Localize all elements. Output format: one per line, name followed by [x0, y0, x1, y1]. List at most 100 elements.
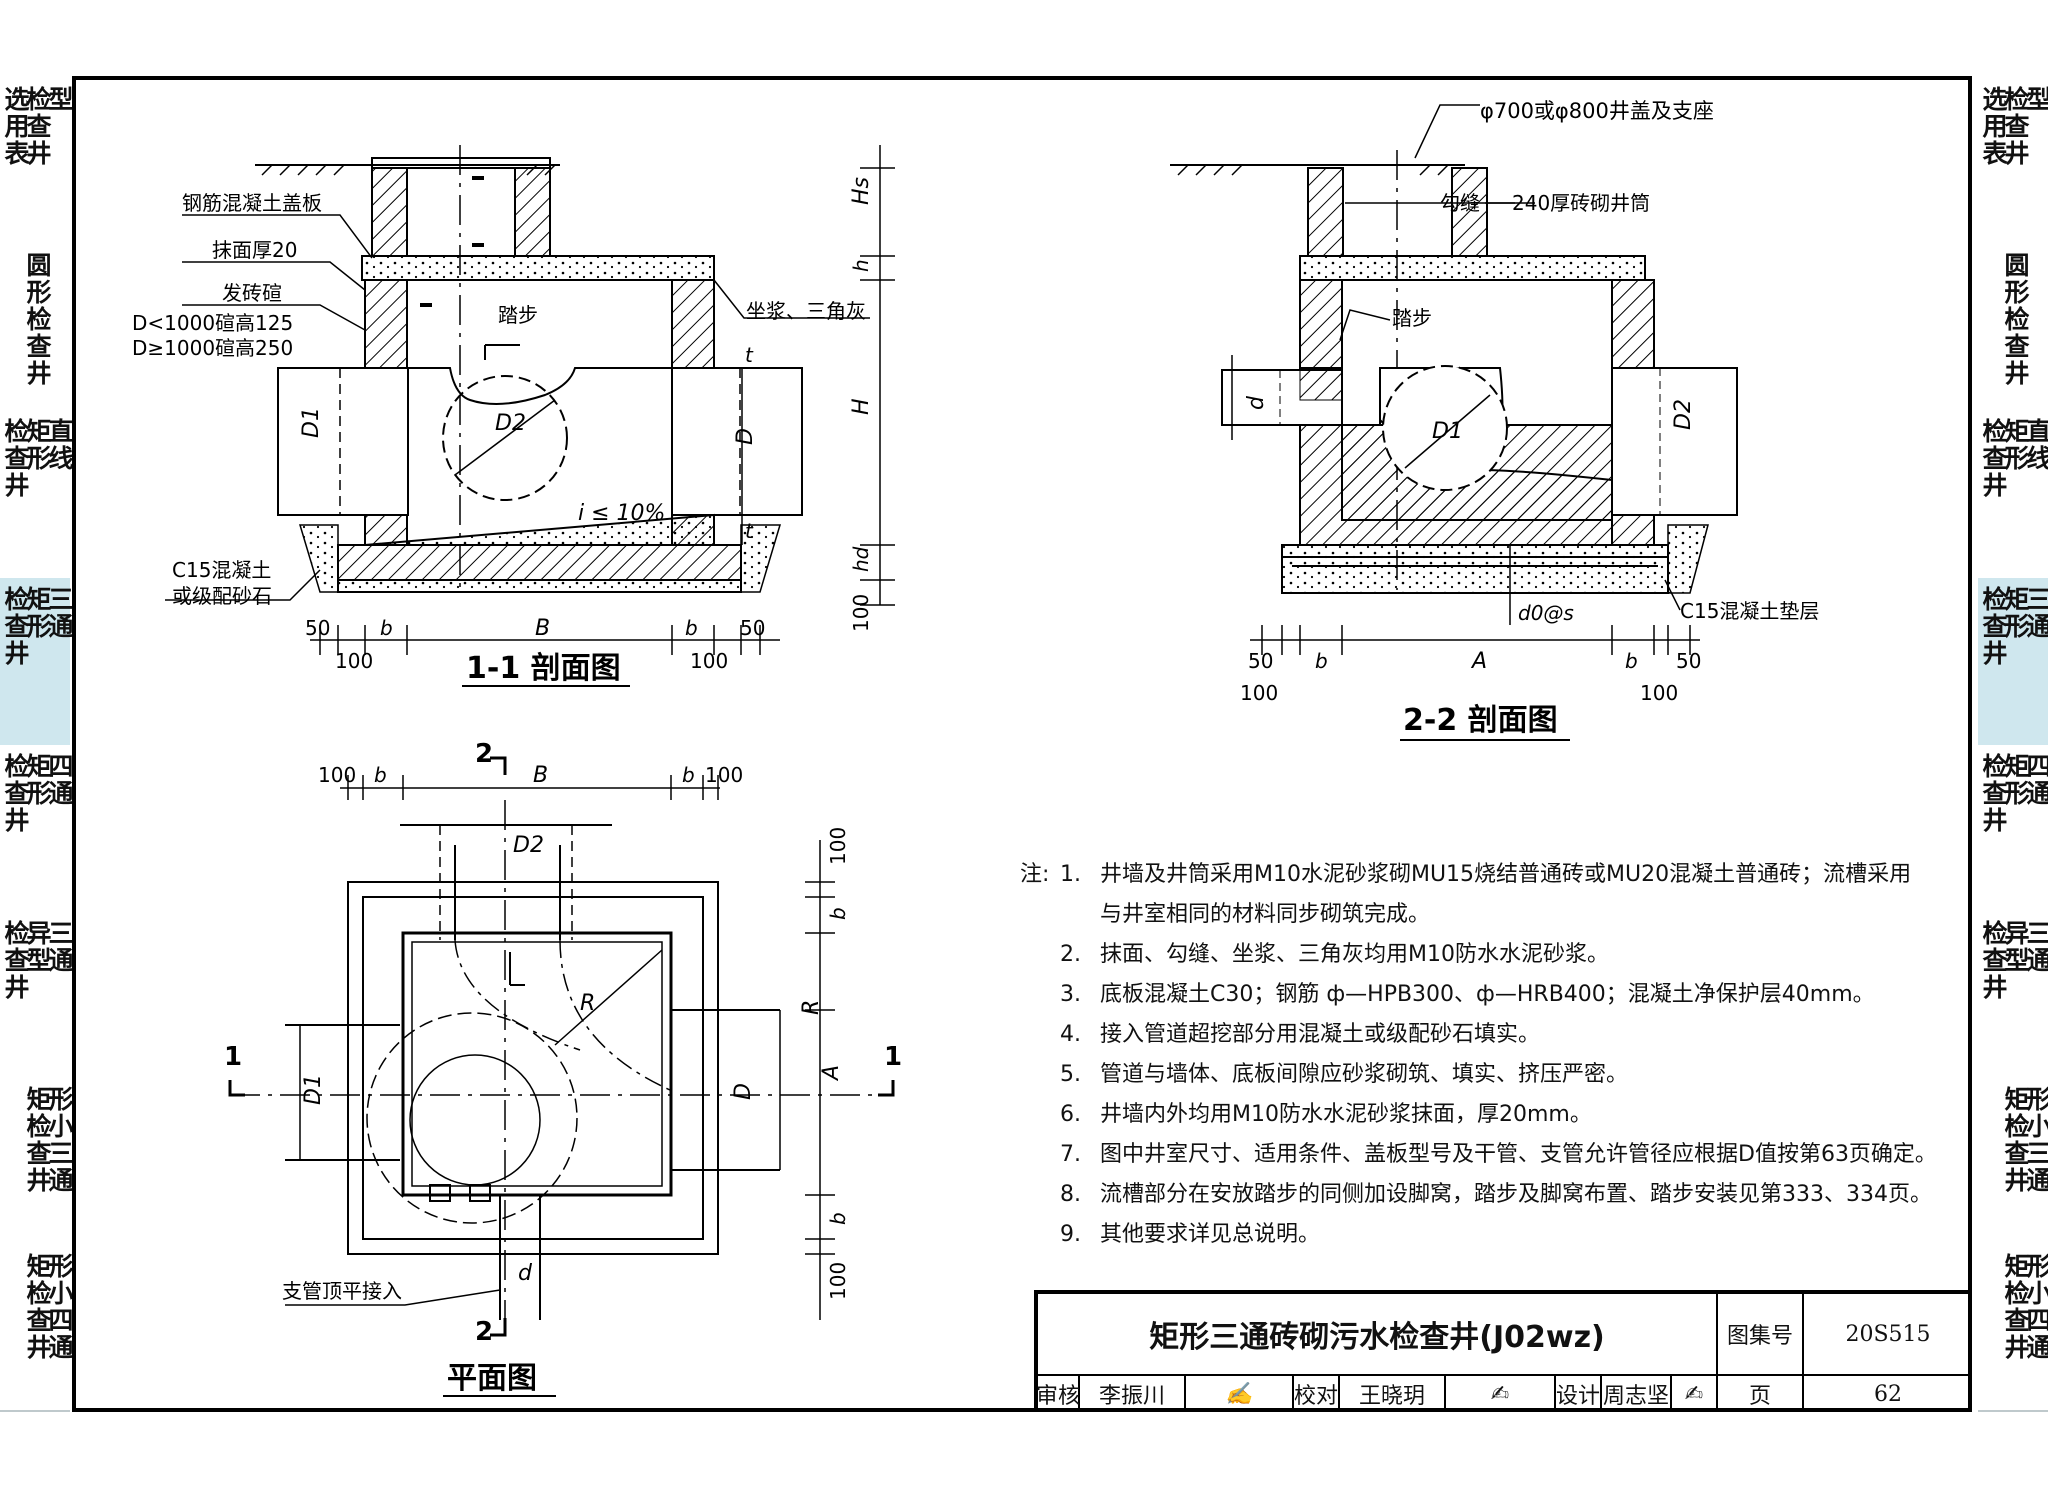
drawing-frame [72, 76, 1972, 1412]
note-number: 7. [1060, 1142, 1081, 1167]
label-50-left: 50 [305, 616, 330, 640]
plan-B: B [533, 763, 548, 788]
plan-sec1-right: 1 [884, 1042, 902, 1072]
nav-tab-6-right[interactable]: 检查井异型三通 [1978, 912, 2048, 1080]
plan-d1: D1 [301, 1074, 326, 1105]
label-100-22-left: 100 [1240, 681, 1278, 705]
design-label: 设计 [1556, 1376, 1602, 1412]
note-text: 井墙及井筒采用M10水泥砂浆砌MU15烧结普通砖或MU20混凝土普通砖；流槽采用 [1100, 862, 1912, 887]
label-b-22-right: b [1625, 649, 1638, 673]
note-number: 9. [1060, 1222, 1081, 1247]
section-2-2-title: 2-2 剖面图 [1403, 703, 1558, 738]
page-label: 页 [1718, 1376, 1804, 1412]
label-d-22: d [1244, 395, 1269, 410]
cover-frame [371, 157, 551, 169]
note-number: 8. [1060, 1182, 1081, 1207]
checker-name: 王晓玥 [1340, 1376, 1446, 1412]
base-pad [337, 579, 742, 593]
nav-tab-3-right[interactable]: 检查井矩形直线 [1978, 410, 2048, 580]
nav-tab-7-left[interactable]: 矩检查井形小三通 [0, 1078, 74, 1247]
label-step-22: 踏步 [1392, 306, 1432, 330]
nav-tab-text: 矩形 [2004, 585, 2030, 641]
plan-100-top: 100 [826, 827, 850, 865]
page-number: 62 [1874, 1381, 1902, 1407]
label-100-left: 100 [335, 649, 373, 673]
nav-tab-text: 选用表 [4, 85, 30, 168]
note-item: 5.管道与墙体、底板间隙应砂浆砌筑、填实、挤压严密。 [1020, 1055, 1960, 1095]
nav-tab-text: 检查井 [4, 417, 30, 500]
nav-tab-text: 矩形 [2004, 417, 2030, 473]
channel-outline [407, 367, 672, 405]
plan-R: R [580, 991, 595, 1016]
note-item: 8.流槽部分在安放踏步的同侧加设脚窝，踏步及脚窝布置、踏步安装见第333、334… [1020, 1175, 1960, 1215]
review-label: 审核 [1036, 1376, 1080, 1412]
check-label: 校对 [1294, 1376, 1340, 1412]
nav-tab-1-left[interactable]: 选用表检查井型 [0, 78, 74, 246]
nav-tab-5-left[interactable]: 检查井矩形四通 [0, 745, 74, 914]
pipe-d2-circle [442, 375, 568, 501]
label-h: h [849, 259, 873, 272]
right-nav-tabs: 选用表检查井型圆形检查井检查井矩形直线检查井矩形三通检查井矩形四通检查井异型三通… [1978, 0, 2048, 1488]
note-number: 4. [1060, 1022, 1081, 1047]
section-1-1-title: 1-1 剖面图 [466, 651, 621, 686]
nav-tab-8-left[interactable]: 矩检查井形小四通 [0, 1245, 74, 1412]
plan-sec2-top: 2 [475, 739, 493, 769]
note-text: 抹面、勾缝、坐浆、三角灰均用M10防水水泥砂浆。 [1100, 942, 1609, 967]
label-concrete: C15混凝土 [172, 558, 271, 582]
note-number: 3. [1060, 982, 1081, 1007]
note-text: 底板混凝土C30；钢筋 ф—HPB300、ф—HRB400；混凝土净保护层40m… [1100, 982, 1875, 1007]
nav-tab-8-right[interactable]: 矩检查井形小四通 [1978, 1245, 2048, 1412]
label-hd: hd [849, 546, 873, 572]
note-text: 井墙内外均用M10防水水泥砂浆抹面，厚20mm。 [1100, 1102, 1592, 1127]
nav-tab-text: 三通 [48, 585, 74, 641]
nav-tab-text: 矩形 [2004, 752, 2030, 808]
nav-tab-text: 矩形 [26, 752, 52, 808]
nav-tab-text: 形小三通 [48, 1085, 74, 1195]
nav-tab-2-right[interactable]: 圆形检查井 [1978, 244, 2048, 412]
label-cover-slab: 钢筋混凝土盖板 [182, 191, 322, 215]
label-step: 踏步 [498, 303, 538, 327]
nav-tab-1-right[interactable]: 选用表检查井型 [1978, 78, 2048, 246]
nav-tab-7-right[interactable]: 矩检查井形小三通 [1978, 1078, 2048, 1247]
plan-D: D [731, 1083, 756, 1100]
base-slab [337, 544, 742, 581]
plan-d2: D2 [513, 833, 544, 858]
note-item: 4. 接入管道超挖部分用混凝土或级配砂石填实。 [1020, 1015, 1960, 1055]
nav-tab-text: 三通 [2026, 585, 2048, 641]
label-B: B [535, 616, 550, 641]
label-mortar: 坐浆、三角灰 [746, 299, 866, 323]
nav-tab-2-left[interactable]: 圆形检查井 [0, 244, 70, 412]
plan-branch-label: 支管顶平接入 [282, 1279, 402, 1303]
nav-tab-text: 选用表 [1982, 85, 2008, 168]
label-50-right: 50 [740, 616, 765, 640]
left-nav-tabs: 选用表检查井型圆形检查井检查井矩形直线检查井矩形三通检查井矩形四通检查井异型三通… [0, 0, 74, 1488]
note-text: 接入管道超挖部分用混凝土或级配砂石填实。 [1100, 1022, 1541, 1047]
note-text: 其他要求详见总说明。 [1100, 1222, 1321, 1247]
label-d1-22: D1 [1432, 419, 1463, 444]
nav-tab-text: 检查井 [1982, 919, 2008, 1002]
note-number: 1. [1060, 862, 1081, 887]
note-text: 管道与墙体、底板间隙应砂浆砌筑、填实、挤压严密。 [1100, 1062, 1629, 1087]
plan-sec1-left: 1 [224, 1042, 242, 1072]
nav-tab-4-right[interactable]: 检查井矩形三通 [1978, 578, 2048, 747]
nav-tab-text: 形小四通 [2026, 1252, 2048, 1362]
label-cover: φ700或φ800井盖及支座 [1480, 99, 1714, 123]
checker-signature: ✍ [1446, 1376, 1556, 1412]
nav-tab-text: 矩检查井 [2004, 1252, 2030, 1362]
note-item: 与井室相同的材料同步砌筑完成。 [1020, 895, 1960, 935]
nav-tab-text: 矩形 [26, 585, 52, 641]
nav-tab-text: 检查井 [1982, 585, 2008, 668]
nav-tab-5-right[interactable]: 检查井矩形四通 [1978, 745, 2048, 914]
plan-sec2-bottom: 2 [475, 1317, 493, 1347]
note-number: 6. [1060, 1102, 1081, 1127]
nav-tab-3-left[interactable]: 检查井矩形直线 [0, 410, 74, 580]
nav-tab-text: 异型 [26, 919, 52, 975]
label-b-right: b [685, 616, 698, 640]
nav-tab-text: 四通 [2026, 752, 2048, 808]
label-50-22-left: 50 [1248, 649, 1273, 673]
nav-tab-text: 检查井 [26, 85, 52, 168]
nav-tab-6-left[interactable]: 检查井异型三通 [0, 912, 74, 1080]
note-number: 2. [1060, 942, 1081, 967]
nav-tab-text: 型 [48, 85, 74, 114]
label-b-22-left: b [1315, 649, 1328, 673]
